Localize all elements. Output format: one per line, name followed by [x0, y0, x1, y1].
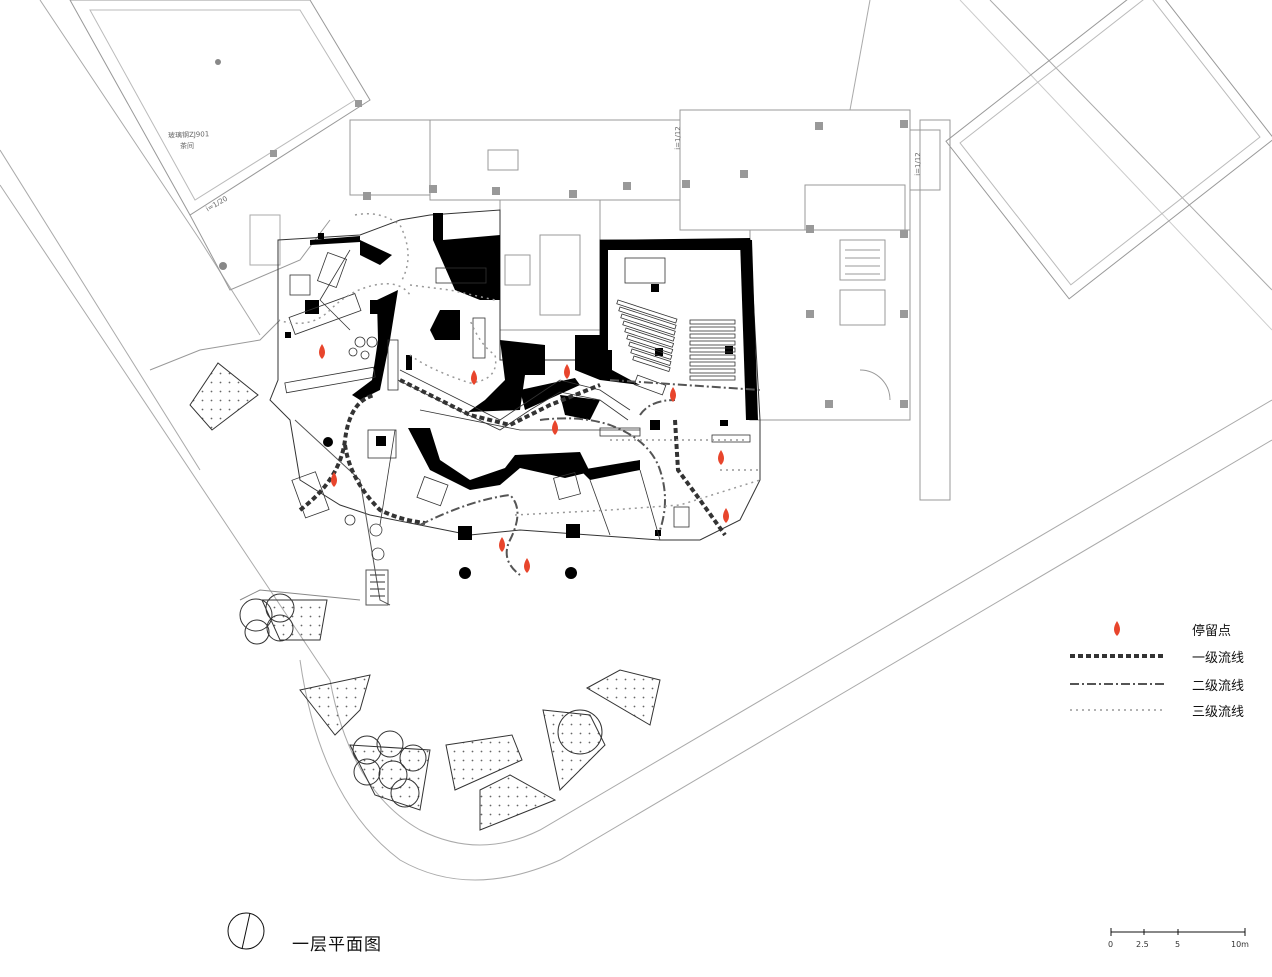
seat-row	[689, 368, 736, 374]
seat-row	[689, 319, 736, 325]
seat-row	[620, 313, 676, 336]
legend-stop-point-label: 停留点	[1192, 624, 1232, 639]
auditorium-seats	[616, 299, 736, 381]
seat-row	[689, 361, 736, 367]
primary-flow-route	[298, 378, 727, 537]
stop-marker-icon	[331, 472, 337, 487]
stop-marker-icon	[319, 344, 325, 359]
room-label: 玻璃钢ZJ901	[167, 130, 210, 140]
secondary-flow-route	[419, 379, 761, 576]
stop-markers	[319, 344, 729, 573]
scale-tick-label: 5	[1175, 940, 1181, 949]
legend-primary-flow-label: 一级流线	[1192, 651, 1245, 666]
seat-row	[689, 347, 736, 353]
seat-row	[618, 306, 677, 330]
room-sub-label: 茶间	[180, 142, 194, 150]
ramp-slope-label: i=1/12	[673, 126, 682, 150]
legend-stop-marker-icon	[1114, 621, 1120, 636]
solid-walls	[285, 213, 758, 579]
seat-row	[632, 355, 671, 373]
scale-tick-label: 10m	[1231, 940, 1249, 949]
drawing-title: 一层平面图	[292, 935, 382, 955]
seat-row	[624, 327, 675, 348]
scale-bar	[1110, 928, 1246, 936]
site-context-lines	[0, 0, 1272, 881]
legend-symbols	[1070, 621, 1165, 711]
stop-marker-icon	[718, 450, 724, 465]
stop-marker-icon	[552, 420, 558, 435]
interior-furniture	[284, 249, 751, 561]
seat-row	[626, 334, 674, 354]
seat-row	[616, 299, 678, 324]
scale-tick-label: 0	[1108, 940, 1114, 949]
stop-marker-icon	[564, 364, 570, 379]
stop-marker-icon	[499, 537, 505, 552]
structural-columns	[270, 100, 908, 408]
service-building	[349, 109, 951, 501]
seat-row	[628, 341, 673, 360]
seat-row	[689, 340, 736, 346]
seat-row	[689, 354, 736, 360]
legend-secondary-flow-label: 二级流线	[1192, 679, 1245, 694]
scale-tick-label: 2.5	[1136, 940, 1149, 949]
ramp-slope-label: i=1/12	[913, 152, 922, 176]
stop-marker-icon	[670, 387, 676, 402]
landscape-circles	[239, 593, 603, 808]
stop-marker-icon	[723, 508, 729, 523]
tertiary-flow-route	[277, 213, 761, 516]
seat-row	[689, 375, 736, 381]
north-arrow-icon	[227, 912, 265, 950]
stop-marker-icon	[471, 370, 477, 385]
seat-row	[689, 326, 736, 332]
legend-tertiary-flow-label: 三级流线	[1192, 705, 1245, 720]
seat-row	[630, 348, 672, 366]
seat-row	[689, 333, 736, 339]
stop-marker-icon	[524, 558, 530, 573]
seat-row	[622, 320, 675, 342]
